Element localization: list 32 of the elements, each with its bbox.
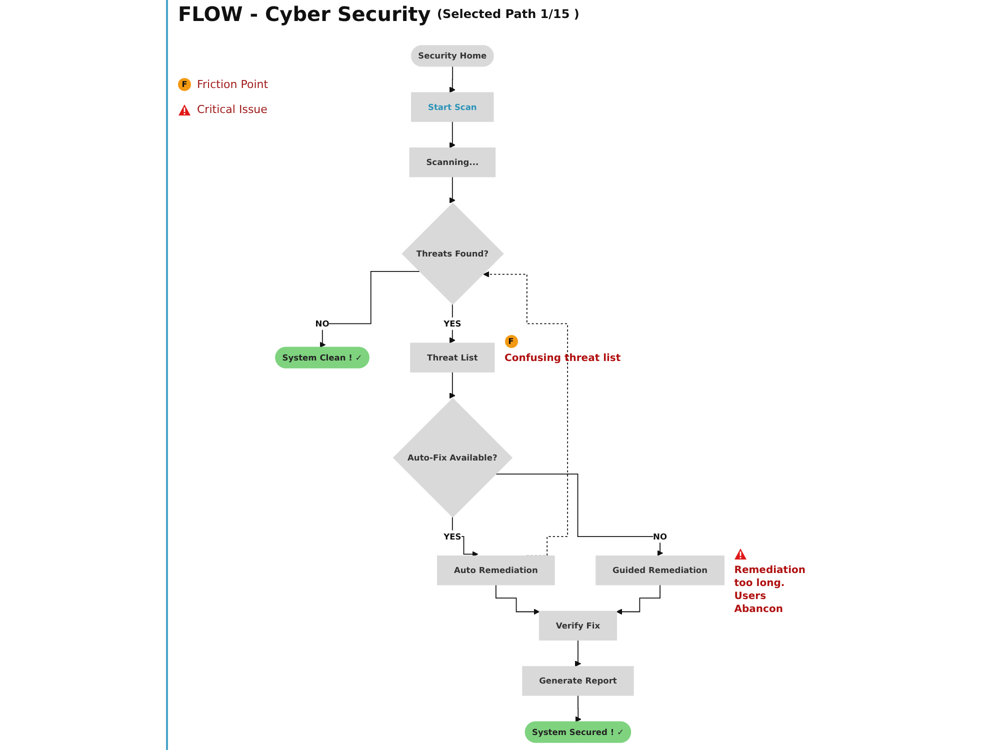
- arrow: [616, 584, 661, 615]
- arrow: [483, 271, 568, 556]
- node-diamond: Auto-Fix Available?: [393, 398, 513, 518]
- subtitle: (Selected Path 1/15 ): [437, 7, 580, 21]
- issue-note: Remediation too long. Users Abancon: [734, 564, 806, 616]
- arrow: [495, 474, 664, 556]
- node-diamond: Threats Found?: [402, 202, 504, 305]
- arrow: [450, 176, 456, 204]
- edge-label: YES: [444, 532, 462, 542]
- node-box: Generate Report: [522, 666, 634, 696]
- issue-note: Confusing threat list: [504, 352, 621, 366]
- edge-label: NO: [653, 532, 668, 542]
- node-box: Scanning...: [409, 147, 496, 178]
- legend-label: Critical Issue: [197, 103, 268, 116]
- node-box: Auto Remediation: [437, 556, 555, 586]
- arrow: [450, 66, 456, 93]
- arrow: [450, 372, 456, 399]
- node-box: Verify Fix: [539, 610, 618, 641]
- edge-label: YES: [444, 318, 462, 329]
- node-box: Start Scan: [411, 92, 494, 122]
- node-box: Threat List: [410, 342, 495, 372]
- edge-label: NO: [315, 318, 330, 329]
- title: FLOW - Cyber Security: [178, 2, 431, 26]
- friction-badge: F: [504, 335, 518, 348]
- arrow: [575, 640, 582, 667]
- arrow: [496, 584, 540, 615]
- arrow: [320, 271, 420, 348]
- legend-label: Friction Point: [197, 78, 268, 91]
- arrow: [450, 121, 456, 148]
- node-box: Guided Remediation: [596, 556, 725, 586]
- friction-badge: F: [178, 78, 191, 91]
- arrow: [575, 695, 582, 722]
